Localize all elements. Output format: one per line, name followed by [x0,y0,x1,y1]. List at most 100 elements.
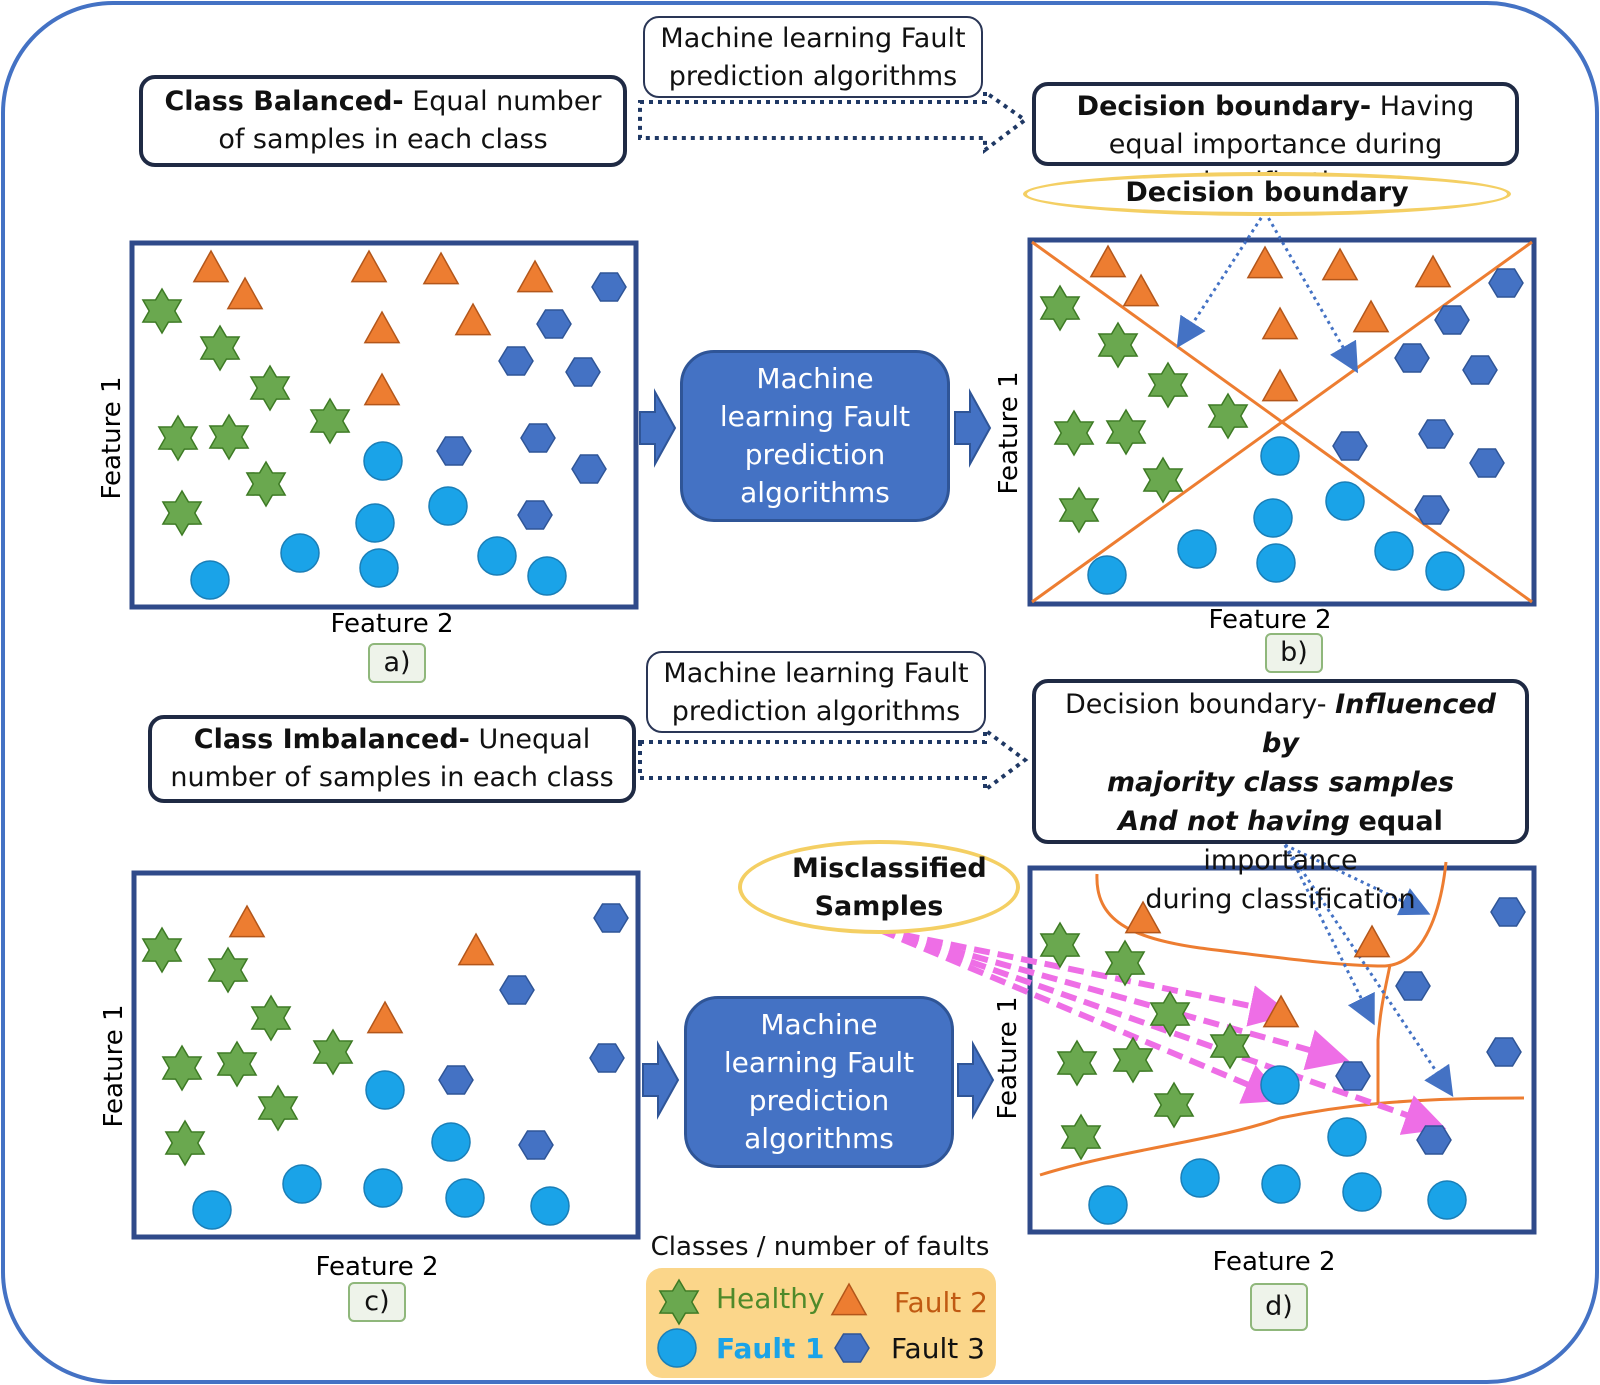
panel-c-fault1-marker-21 [445,1178,485,1218]
legend-fault2-label: Fault 2 [894,1286,988,1319]
imbalanced-boundary-not-having: And not having [1118,806,1350,837]
panel-a-healthy-marker-17 [141,287,183,335]
panel-c-healthy-marker-10 [207,946,249,994]
panel-c-healthy-marker-16 [164,1119,206,1167]
imbalanced-boundary-plain: Decision boundary- [1065,689,1327,720]
panel-c-fault1-marker-23 [192,1190,232,1230]
panel-a-tag-label: a) [383,647,411,678]
panel-d-fault3-marker-4 [1490,897,1526,927]
panel-b-fault3-marker-14 [1418,419,1454,449]
class-imbalanced-box: Class Imbalanced- Unequal number of samp… [148,715,636,803]
panel-b-fault2-marker-5 [1414,254,1452,288]
imbalanced-boundary-equal: equal [1358,806,1443,837]
imbalanced-boundary-line-2: majority class samples [1044,763,1517,802]
decision-boundary-ellipse-label: Decision boundary [1125,177,1409,208]
panel-c-fault3-marker-8 [518,1130,554,1160]
panel-a-fault2-marker-4 [422,251,460,285]
misclassified-arrow-1 [879,927,1292,1027]
ml-block-top: Machine learning Fault prediction algori… [680,350,950,522]
panel-a-fault1-marker-30 [477,536,517,576]
panel-d-fault1-marker-17 [1260,1065,1300,1105]
panel-a-fault3-marker-10 [536,309,572,339]
panel-b-fault3-marker-16 [1414,495,1450,525]
imbalanced-boundary-importance: importance [1203,845,1358,876]
panel-b-fault3-marker-10 [1434,305,1470,335]
bottom-algo-text: Machine learning Fault prediction algori… [663,658,969,727]
panel-b-xlabel: Feature 2 [1208,605,1331,635]
panel-d-ylabel: Feature 1 [993,996,1023,1119]
panel-b-ylabel: Feature 1 [994,371,1024,494]
panel-d-fault1-marker-20 [1261,1164,1301,1204]
panel-d-fault1-marker-18 [1327,1117,1367,1157]
panel-b-healthy-marker-22 [1105,408,1147,456]
panel-c-fault1-marker-20 [363,1168,403,1208]
legend-fault2-marker-2 [830,1282,868,1316]
panel-a-fault1-marker-27 [355,503,395,543]
panel-a-tag: a) [368,643,426,683]
panel-d-tag-label: d) [1265,1291,1293,1322]
panel-b-fault2-marker-7 [1352,299,1390,333]
panel-c-fault1-marker-17 [365,1070,405,1110]
panel-b-healthy-marker-18 [1097,321,1139,369]
panel-b-healthy-marker-21 [1053,409,1095,457]
panel-b-fault2-marker-4 [1321,247,1359,281]
panel-a-healthy-marker-18 [199,324,241,372]
legend-fault1-label: Fault 1 [716,1332,825,1365]
legend-icons [657,1278,870,1368]
panel-b-fault1-marker-32 [1087,555,1127,595]
decision-boundary-balanced-box: Decision boundary- Having equal importan… [1032,82,1519,198]
top-algo-label: Machine learning Fault prediction algori… [643,16,983,98]
pointer-arrow-2 [1263,211,1358,374]
panel-d-fault2-marker-3 [1262,994,1300,1028]
panel-c-healthy-marker-9 [141,926,183,974]
pointer-arrow-1 [1176,211,1267,349]
panel-d-fault2-marker-1 [1124,900,1162,934]
panel-a-fault2-marker-5 [516,259,554,293]
imbalanced-boundary-during: during classification [1145,884,1416,915]
panel-c-fault2-marker-3 [366,1000,404,1034]
panel-d-healthy-marker-9 [1039,921,1081,969]
panel-a-healthy-marker-22 [208,413,250,461]
panel-d-fault3-marker-6 [1486,1037,1522,1067]
panel-c-xlabel: Feature 2 [315,1252,438,1282]
panel-c-healthy-marker-14 [216,1040,258,1088]
panel-b-fault1-marker-30 [1374,531,1414,571]
panel-d-healthy-marker-14 [1112,1036,1154,1084]
panel-a-fault3-marker-15 [571,454,607,484]
panel-a-fault3-marker-9 [591,272,627,302]
panel-a-fault1-marker-29 [359,548,399,588]
class-imbalanced-text: Unequal number of samples in each class [170,724,614,793]
panel-b-fault1-marker-27 [1253,498,1293,538]
panel-a-fault3-marker-14 [520,423,556,453]
panel-a-markers [141,249,627,600]
panel-d-fault2-marker-2 [1353,924,1391,958]
panel-d-fault3-marker-7 [1335,1061,1371,1091]
panel-d-healthy-marker-16 [1060,1113,1102,1161]
panel-b-fault3-marker-12 [1462,355,1498,385]
arrow-ml-to-b [954,388,992,468]
panel-d-healthy-marker-13 [1056,1039,1098,1087]
panel-c-fault2-marker-1 [228,904,266,938]
panel-d-xlabel: Feature 2 [1212,1247,1335,1277]
decision-boundary-ellipse: Decision boundary [1023,172,1511,216]
panel-b-fault3-marker-11 [1394,343,1430,373]
panel-d-fault1-marker-21 [1342,1172,1382,1212]
panel-b-fault3-marker-9 [1488,268,1524,298]
legend-healthy-label: Healthy [716,1282,825,1315]
panel-a-fault3-marker-16 [517,500,553,530]
panel-b-healthy-marker-24 [1058,486,1100,534]
panel-a-healthy-marker-23 [245,460,287,508]
pointer-arrow-5 [1283,844,1454,1097]
panel-d-healthy-marker-10 [1104,939,1146,987]
panel-b-tag-label: b) [1280,637,1308,668]
decision-boundary-imbalanced-box: Decision boundary- Influenced by majorit… [1032,679,1529,915]
panel-a-healthy-marker-24 [161,489,203,537]
panel-a-fault1-marker-25 [363,441,403,481]
panel-a-fault2-marker-3 [350,249,388,283]
dotted-arrow-top [638,88,1029,154]
boundary-curve-top [1095,861,1448,968]
panel-b-markers [1039,244,1524,595]
panel-b-healthy-marker-23 [1142,456,1184,504]
top-algo-text: Machine learning Fault prediction algori… [660,23,966,92]
